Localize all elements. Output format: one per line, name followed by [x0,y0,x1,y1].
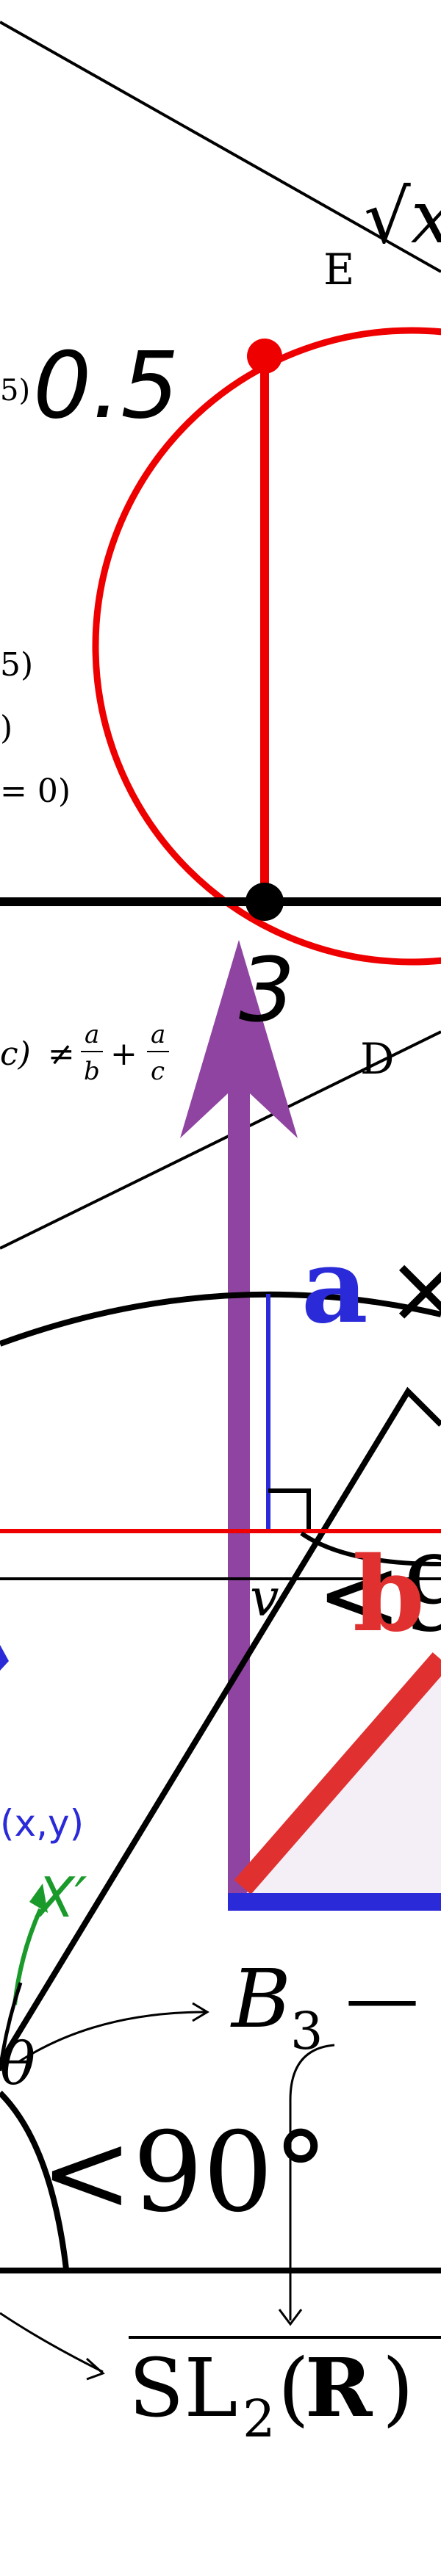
text-frag-5-paren-2: 5) [0,646,33,684]
bold-b-vector-label: b [353,1535,425,1655]
left-to-SL2-arrowhead [85,2357,105,2381]
x-prime-label: X′ [34,1865,87,1930]
theta-label: θ [0,2030,35,2098]
text-frag-eq-0: = 0) [0,773,71,810]
text-frag-5-paren: 5) [0,374,30,408]
inequality-formula: c) ≠ a b + a c [0,1020,169,1086]
red-diagonal-bar [234,1652,441,1895]
left-to-SL2-arrow [0,2312,104,2373]
label-E: E [323,245,354,294]
middle-diagonal-line [0,1030,441,1250]
times-symbol: × [386,1233,441,1345]
number-3-label: 3 [239,940,295,1042]
SL2-R: R [305,2340,373,2435]
B3-down-arrowhead [278,2309,303,2326]
B3-dash: — [345,1955,419,2041]
plus-symbol: + [110,1035,137,1073]
top-diagonal-line [0,21,441,273]
frac2-denominator: c [151,1057,165,1086]
less-than-90-degrees: <90° [40,2109,329,2237]
bold-a-vector-label: a [301,1226,368,1347]
xy-point-label: (x,y) [0,1802,84,1845]
B3-letter: B [230,1952,291,2046]
triangle-outline [0,1386,441,2066]
less-than-9-fragment: <9 [316,1535,441,1655]
green-arrow-head [29,1884,48,1913]
frac2-numerator: a [151,1020,165,1049]
frac1-numerator: a [85,1020,99,1049]
label-D: D [360,1034,395,1084]
SL2-paren-open: ( [278,2341,309,2435]
large-arc [0,1291,441,1347]
red-value-dot [247,339,282,374]
text-frag-paren: ) [0,709,12,747]
SL2-letters: SL [129,2341,237,2435]
sqrt-x-fragment: √x [364,174,441,260]
axis-dot [245,883,284,921]
under-bracket-curve [300,1531,441,1566]
red-circle [92,327,441,966]
B3-down-arrow [289,2044,335,2320]
text-frag-c-paren: c) [0,1035,31,1073]
SL2R-group-label: SL 2 ( R ) [129,2340,414,2449]
v-label: v [250,1568,279,1628]
left-arc [0,2091,69,2270]
theta-to-B3-arrowhead [192,2002,209,2022]
purple-vector-head [180,940,298,1138]
blue-arrow-fragment [0,1645,9,1671]
neq-symbol: ≠ [48,1035,75,1073]
angle-curve [0,1982,23,2072]
B3-subscript: 3 [290,2001,323,2061]
value-0-5-label: 0.5 [33,333,179,439]
B3-group-label: B 3 — [230,1952,419,2061]
SL2-paren-close: ) [382,2341,414,2435]
theta-to-B3-arrow [18,2011,207,2063]
right-angle-marker [268,1488,311,1531]
SL2-subscript: 2 [243,2389,276,2449]
frac1-denominator: b [84,1057,100,1086]
